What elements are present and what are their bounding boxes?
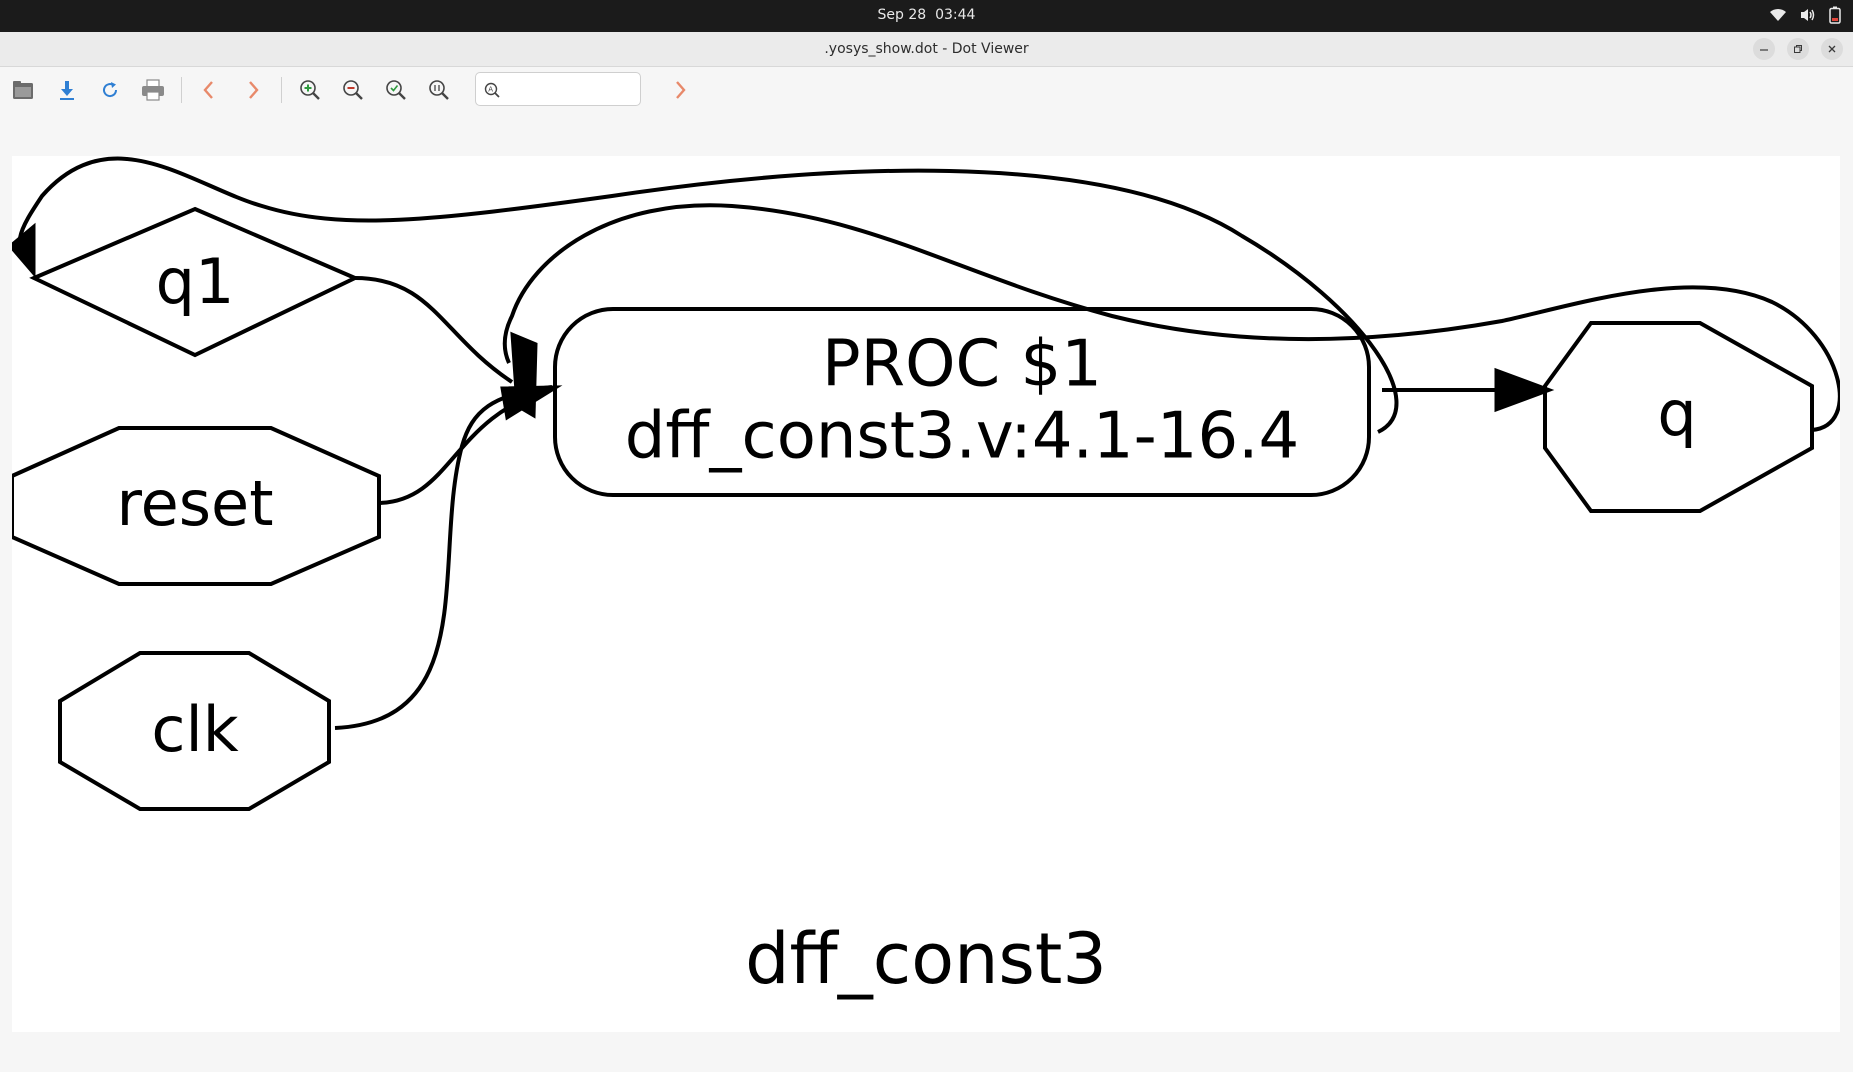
wifi-icon[interactable] bbox=[1769, 7, 1787, 23]
node-proc[interactable]: PROC $1 dff_const3.v:4.1-16.4 bbox=[553, 307, 1371, 497]
node-q[interactable]: q bbox=[1543, 321, 1814, 513]
window-title-bar: .yosys_show.dot - Dot Viewer bbox=[0, 32, 1853, 67]
clock-date: Sep 28 bbox=[877, 7, 927, 23]
system-clock[interactable]: Sep 28 03:44 bbox=[0, 7, 1853, 23]
battery-icon[interactable] bbox=[1829, 6, 1841, 24]
search-input[interactable] bbox=[504, 78, 636, 102]
zoom-100-button[interactable] bbox=[424, 75, 454, 105]
edge-proc-to-q1 bbox=[18, 156, 1399, 434]
node-q-label: q bbox=[1657, 377, 1696, 450]
edge-clk-to-proc bbox=[334, 385, 553, 730]
toolbar-separator bbox=[181, 77, 182, 103]
minimize-icon bbox=[1760, 49, 1768, 51]
node-reset[interactable]: reset bbox=[12, 426, 381, 586]
close-icon bbox=[1828, 45, 1836, 53]
print-icon bbox=[142, 79, 164, 101]
edge-q-to-proc bbox=[502, 203, 1840, 432]
arrowhead-q1 bbox=[12, 222, 36, 279]
node-clk[interactable]: clk bbox=[58, 651, 331, 811]
graph-canvas[interactable]: q1 reset clk PROC $1 dff_const3.v:4.1-16… bbox=[12, 156, 1840, 1032]
clock-time: 03:44 bbox=[935, 7, 976, 23]
node-reset-label: reset bbox=[116, 467, 273, 540]
zoom-in-icon bbox=[300, 80, 320, 100]
open-file-icon bbox=[13, 81, 33, 99]
arrowhead-proc-mid bbox=[500, 385, 563, 421]
graph-arrowheads bbox=[12, 222, 1555, 421]
chevron-left-icon bbox=[203, 81, 213, 99]
restore-button[interactable] bbox=[1787, 38, 1809, 60]
chevron-right-icon bbox=[676, 81, 686, 99]
node-proc-label-line2: dff_const3.v:4.1-16.4 bbox=[625, 400, 1299, 474]
toolbar: A bbox=[0, 67, 1853, 113]
print-button[interactable] bbox=[138, 75, 168, 105]
search-icon: A bbox=[484, 82, 500, 102]
toolbar-separator bbox=[281, 77, 282, 103]
zoom-fit-icon bbox=[386, 80, 406, 100]
zoom-out-icon bbox=[343, 80, 363, 100]
zoom-out-button[interactable] bbox=[338, 75, 368, 105]
chevron-right-icon bbox=[249, 81, 259, 99]
open-button[interactable] bbox=[8, 75, 38, 105]
search-box[interactable]: A bbox=[475, 72, 641, 106]
zoom-fit-button[interactable] bbox=[381, 75, 411, 105]
reload-button[interactable] bbox=[95, 75, 125, 105]
svg-text:A: A bbox=[488, 86, 493, 94]
graph-title: dff_const3 bbox=[745, 918, 1107, 1000]
node-q1[interactable]: q1 bbox=[29, 206, 360, 358]
arrowhead-q bbox=[1494, 367, 1555, 413]
reload-icon bbox=[103, 82, 118, 98]
graph-edges bbox=[18, 156, 1840, 730]
volume-icon[interactable] bbox=[1799, 7, 1817, 23]
find-next-button[interactable] bbox=[665, 75, 695, 105]
close-button[interactable] bbox=[1821, 38, 1843, 60]
edge-q1-to-proc bbox=[354, 276, 514, 384]
node-proc-label-line1: PROC $1 bbox=[822, 328, 1102, 402]
forward-button[interactable] bbox=[238, 75, 268, 105]
zoom-in-button[interactable] bbox=[295, 75, 325, 105]
graph-drawing[interactable]: q1 reset clk PROC $1 dff_const3.v:4.1-16… bbox=[12, 156, 1840, 1032]
zoom-original-icon bbox=[429, 80, 449, 100]
node-q1-label: q1 bbox=[156, 245, 235, 318]
window-title: .yosys_show.dot - Dot Viewer bbox=[824, 41, 1029, 57]
node-clk-label: clk bbox=[151, 693, 238, 766]
minimize-button[interactable] bbox=[1753, 38, 1775, 60]
system-top-bar: Sep 28 03:44 bbox=[0, 0, 1853, 32]
save-button[interactable] bbox=[52, 75, 82, 105]
window-controls bbox=[1753, 38, 1843, 60]
download-icon bbox=[60, 81, 74, 100]
back-button[interactable] bbox=[194, 75, 224, 105]
system-tray[interactable] bbox=[1769, 6, 1841, 24]
restore-icon bbox=[1794, 45, 1802, 53]
